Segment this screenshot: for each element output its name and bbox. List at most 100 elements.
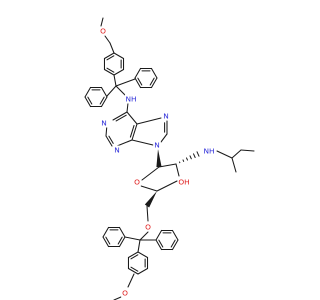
- bond-93: [130, 254, 139, 260]
- bond-84: [155, 229, 163, 241]
- atom-n-purine-1: N: [101, 119, 107, 128]
- bond-79: [171, 239, 179, 251]
- bond-53: [140, 185, 158, 192]
- bond-78: [124, 236, 141, 241]
- bond-22: [150, 67, 158, 79]
- bond-40: [108, 135, 114, 144]
- bond-74: [102, 226, 110, 238]
- atom-nh-secbutyl: NH: [203, 147, 214, 156]
- atom-n-purine-7: N: [163, 112, 169, 121]
- bond-2: [106, 67, 115, 73]
- bond-58: [186, 157, 188, 161]
- atom-label-background: [113, 145, 121, 155]
- bond-27: [84, 96, 92, 108]
- atom-label-background: [100, 118, 108, 128]
- bond-42: [131, 123, 138, 141]
- bond-50: [156, 149, 162, 168]
- bond-35: [126, 102, 129, 113]
- bond-55: [175, 163, 180, 177]
- bond-67: [231, 157, 237, 173]
- atom-o-methoxy-top: O: [100, 27, 106, 36]
- molecule-structure: O NH N N N N O NH OH O O: [84, 17, 255, 300]
- bond-1: [103, 68, 115, 76]
- bond-32: [100, 86, 108, 98]
- bond-36: [112, 111, 128, 121]
- bond-69: [118, 236, 126, 248]
- atom-label-background: [177, 177, 191, 187]
- atom-label-background: [121, 288, 129, 298]
- bond-73: [105, 236, 111, 245]
- bond-39: [105, 135, 113, 147]
- bond-18: [137, 77, 143, 86]
- bond-45: [136, 117, 162, 125]
- bond-9: [113, 68, 125, 76]
- bond-49: [131, 139, 154, 146]
- atom-label-background: [144, 222, 152, 232]
- bond-66: [240, 149, 255, 152]
- bond-6: [113, 52, 125, 60]
- bond-51: [158, 163, 177, 168]
- bond-70: [117, 236, 123, 245]
- atom-nh-amine-top: NH: [125, 95, 136, 104]
- bond-44: [126, 111, 138, 125]
- bond-10: [109, 42, 115, 54]
- bond-92: [127, 251, 139, 259]
- atom-oh-hydroxyl: OH: [178, 178, 189, 187]
- bond-61: [196, 151, 200, 157]
- bond-87: [171, 229, 179, 241]
- bond-52: [141, 166, 160, 181]
- bond-82: [155, 239, 163, 251]
- atom-n-purine-3: N: [114, 146, 120, 155]
- atom-n-purine-9: N: [154, 141, 160, 150]
- bond-5: [106, 55, 115, 61]
- bond-80: [170, 239, 176, 248]
- bond-11: [104, 35, 111, 44]
- bond-48: [160, 133, 168, 143]
- atom-label-background: [202, 146, 216, 156]
- bond-59: [189, 155, 192, 160]
- bond-4: [103, 52, 115, 60]
- bond-14: [150, 77, 158, 89]
- atom-label-background: [124, 94, 138, 104]
- bond-54: [156, 180, 178, 192]
- bond-63: [146, 205, 149, 222]
- atom-label-background: [133, 177, 141, 187]
- bond-17: [134, 77, 142, 89]
- bond-13: [113, 74, 117, 87]
- bond-62: [144, 191, 157, 208]
- bond-24: [100, 96, 108, 108]
- bond-15: [149, 77, 155, 86]
- bond-68: [139, 231, 149, 241]
- atom-o-ether: O: [145, 223, 151, 232]
- atom-label-layer: O NH N N N N O NH OH O O: [99, 26, 216, 298]
- bond-23: [115, 78, 136, 87]
- bond-90: [130, 266, 139, 272]
- bond-layer: [84, 17, 255, 300]
- bond-64: [216, 150, 233, 159]
- bond-83: [158, 239, 164, 248]
- atom-o-methoxy-bottom: O: [122, 289, 128, 298]
- bond-99: [127, 273, 135, 288]
- atom-o-ring: O: [134, 178, 140, 187]
- bond-60: [193, 153, 196, 158]
- bond-34: [115, 85, 127, 97]
- bond-65: [231, 149, 242, 159]
- bond-37: [115, 114, 127, 122]
- bond-77: [118, 226, 126, 238]
- bond-25: [99, 96, 105, 105]
- atom-label-background: [162, 111, 170, 121]
- atom-label-background: [153, 140, 161, 150]
- bond-29: [84, 86, 92, 98]
- bond-72: [102, 236, 110, 248]
- bond-97: [137, 267, 149, 275]
- bond-89: [127, 267, 139, 275]
- bond-33: [106, 85, 117, 97]
- bond-98: [137, 239, 141, 253]
- bond-19: [134, 67, 142, 79]
- bond-28: [87, 96, 93, 105]
- bond-94: [137, 251, 149, 259]
- bond-43: [129, 124, 135, 138]
- bond-12: [100, 17, 104, 27]
- atom-label-background: [99, 26, 107, 36]
- bond-41: [116, 139, 133, 147]
